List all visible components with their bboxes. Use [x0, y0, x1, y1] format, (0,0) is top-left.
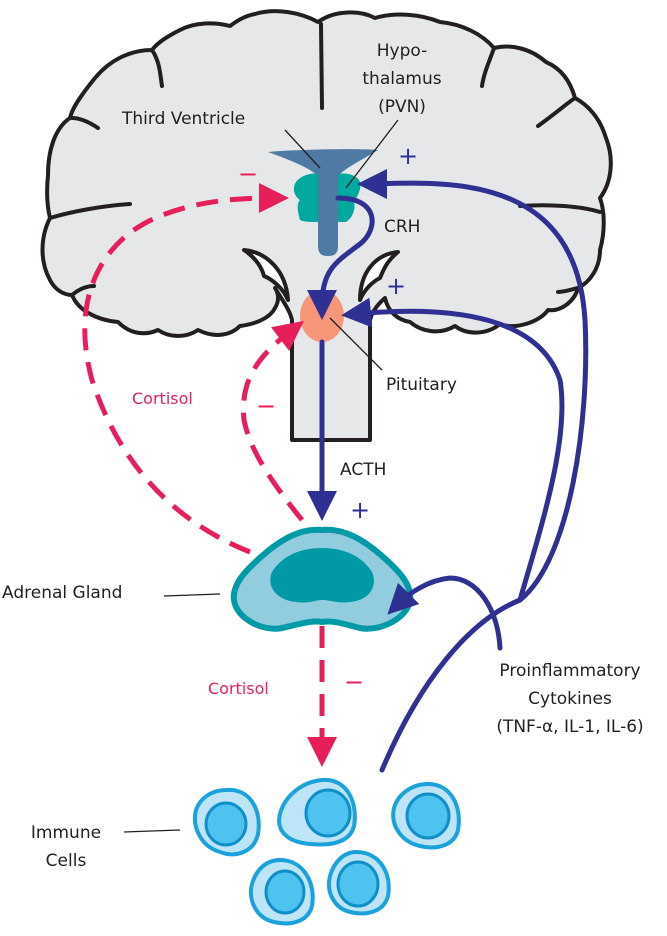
immune-cells-label: Immune: [31, 823, 101, 843]
pituitary-label: Pituitary: [386, 375, 457, 395]
plus-sign-pvn: +: [398, 142, 418, 170]
sulcus: [150, 48, 164, 88]
cortisol-upper-label: Cortisol: [132, 389, 193, 408]
immune-cell: [327, 849, 391, 916]
sulcus: [70, 116, 100, 130]
immune-cell: [193, 787, 261, 857]
cytokines-label: Proinflammatory: [499, 661, 640, 681]
cytokines-label: Cytokines: [528, 689, 612, 709]
immune-leader: [123, 829, 181, 833]
crh-label: CRH: [384, 217, 420, 237]
sulcus: [48, 202, 132, 220]
cortisol-to-pvn-arrow: [82, 183, 289, 555]
third-ventricle-label: Third Ventricle: [121, 109, 245, 129]
cortisol-lower-label: Cortisol: [208, 679, 269, 698]
pvn-leader: [345, 119, 399, 189]
cytokines-label: (TNF-α, IL-1, IL-6): [496, 717, 643, 737]
cytokine-to-pvn-arrow: [357, 168, 589, 773]
cytokine-to-pituitary-arrow: [341, 297, 565, 603]
lateral-ventricle-left: [242, 248, 290, 302]
adrenal-gland: [230, 526, 414, 632]
crh-arrow: [307, 195, 375, 320]
sulcus: [518, 203, 602, 214]
immune-cells-label: Cells: [46, 851, 87, 871]
sulcus: [480, 46, 496, 88]
cytokine-to-adrenal-arrow: [387, 575, 503, 651]
minus-sign-pvn: −: [238, 160, 258, 188]
hypothalamus-pvn: [293, 173, 318, 222]
sulcus: [536, 96, 577, 128]
cortisol-to-pituitary-arrow: [240, 320, 304, 522]
hypothalamus-label: (PVN): [378, 97, 426, 117]
immune-cell: [391, 781, 461, 850]
longitudinal-fissure: [319, 22, 324, 110]
acth-label: ACTH: [340, 460, 386, 480]
minus-sign-immune: −: [344, 668, 364, 696]
plus-sign-pituitary: +: [386, 272, 406, 300]
sulcus: [556, 286, 580, 294]
hypothalamus-label: thalamus: [362, 69, 441, 89]
immune-cell: [249, 857, 315, 926]
lateral-ventricle-right: [358, 250, 400, 302]
third-ventricle-leader: [284, 129, 321, 169]
adrenal-gland-label: Adrenal Gland: [2, 583, 122, 603]
immune-cells: [193, 777, 461, 926]
plus-sign-adrenal: +: [350, 496, 370, 524]
hypothalamus-label: Hypo-: [377, 41, 428, 61]
immune-cell: [277, 777, 357, 847]
adrenal-leader: [163, 593, 221, 597]
third-ventricle: [268, 149, 378, 256]
adrenal-medulla: [270, 548, 374, 603]
pituitary-leader: [329, 317, 383, 371]
sulcus: [70, 284, 96, 297]
minus-sign-pituitary: −: [256, 392, 276, 420]
